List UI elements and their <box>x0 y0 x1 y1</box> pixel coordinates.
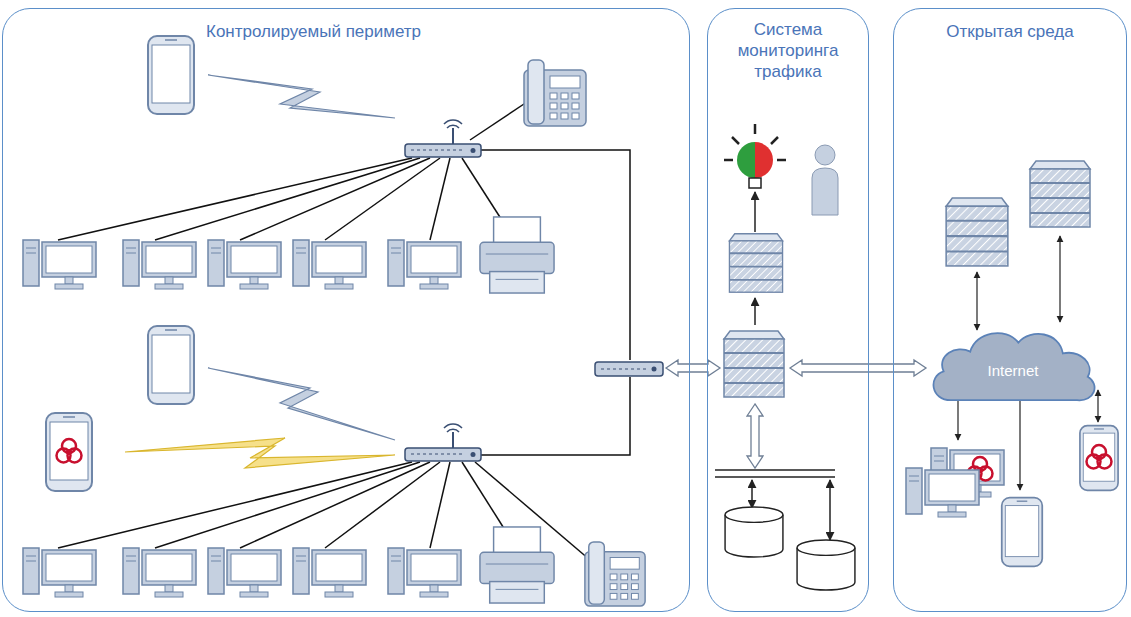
double-arrow <box>666 360 720 376</box>
wires <box>58 100 630 560</box>
double-arrow <box>747 404 763 468</box>
alert-arrow <box>754 192 756 232</box>
rogue-wireless-link <box>125 438 395 468</box>
internet-server <box>1030 161 1090 227</box>
data-arrow <box>754 298 756 325</box>
wireless-link <box>208 75 395 118</box>
workstation <box>208 548 281 597</box>
workstation <box>208 240 281 289</box>
printer <box>480 527 554 603</box>
zone-heading: Система мониторинга трафика <box>716 19 860 82</box>
workstation <box>293 240 366 289</box>
operator <box>812 145 838 215</box>
zone-region: Контролируемый периметр <box>2 8 690 612</box>
biohazard-symbol <box>1087 445 1112 469</box>
smartphone <box>148 326 194 404</box>
desk-phone <box>524 60 586 126</box>
smartphone <box>148 36 194 114</box>
internet-server <box>946 198 1008 266</box>
workstation <box>388 240 461 289</box>
storage-disk <box>725 507 783 557</box>
wifi-router <box>405 120 481 157</box>
malicious-smartphone <box>1080 426 1118 491</box>
wifi-router <box>405 424 481 461</box>
zone-heading: Контролируемый периметр <box>206 21 669 42</box>
storage-disk <box>797 540 855 590</box>
workstation <box>23 240 96 289</box>
printer <box>480 217 554 293</box>
traffic-arrows <box>666 360 926 468</box>
malicious-smartphone <box>46 413 92 491</box>
wireless-link <box>208 368 395 440</box>
zone-region: Система мониторинга трафика <box>707 8 869 612</box>
desk-phone <box>585 542 645 606</box>
analysis-server <box>729 234 782 292</box>
workstation <box>293 548 366 597</box>
workstation <box>906 468 979 517</box>
cloud-label: Internet <box>988 352 1039 381</box>
biohazard-symbol <box>57 439 82 463</box>
zone-heading: Открытая среда <box>902 21 1118 42</box>
smartphone <box>1002 498 1042 567</box>
double-arrow <box>790 360 926 376</box>
internet-cloud: Internet <box>924 321 1102 411</box>
workstation <box>23 548 96 597</box>
workstation <box>123 240 196 289</box>
monitoring-server <box>724 331 784 397</box>
alert-lamp <box>724 124 786 188</box>
zone-region: Открытая средаInternet <box>893 8 1127 612</box>
workstation <box>388 548 461 597</box>
gateway-switch <box>595 362 663 376</box>
workstation <box>123 548 196 597</box>
